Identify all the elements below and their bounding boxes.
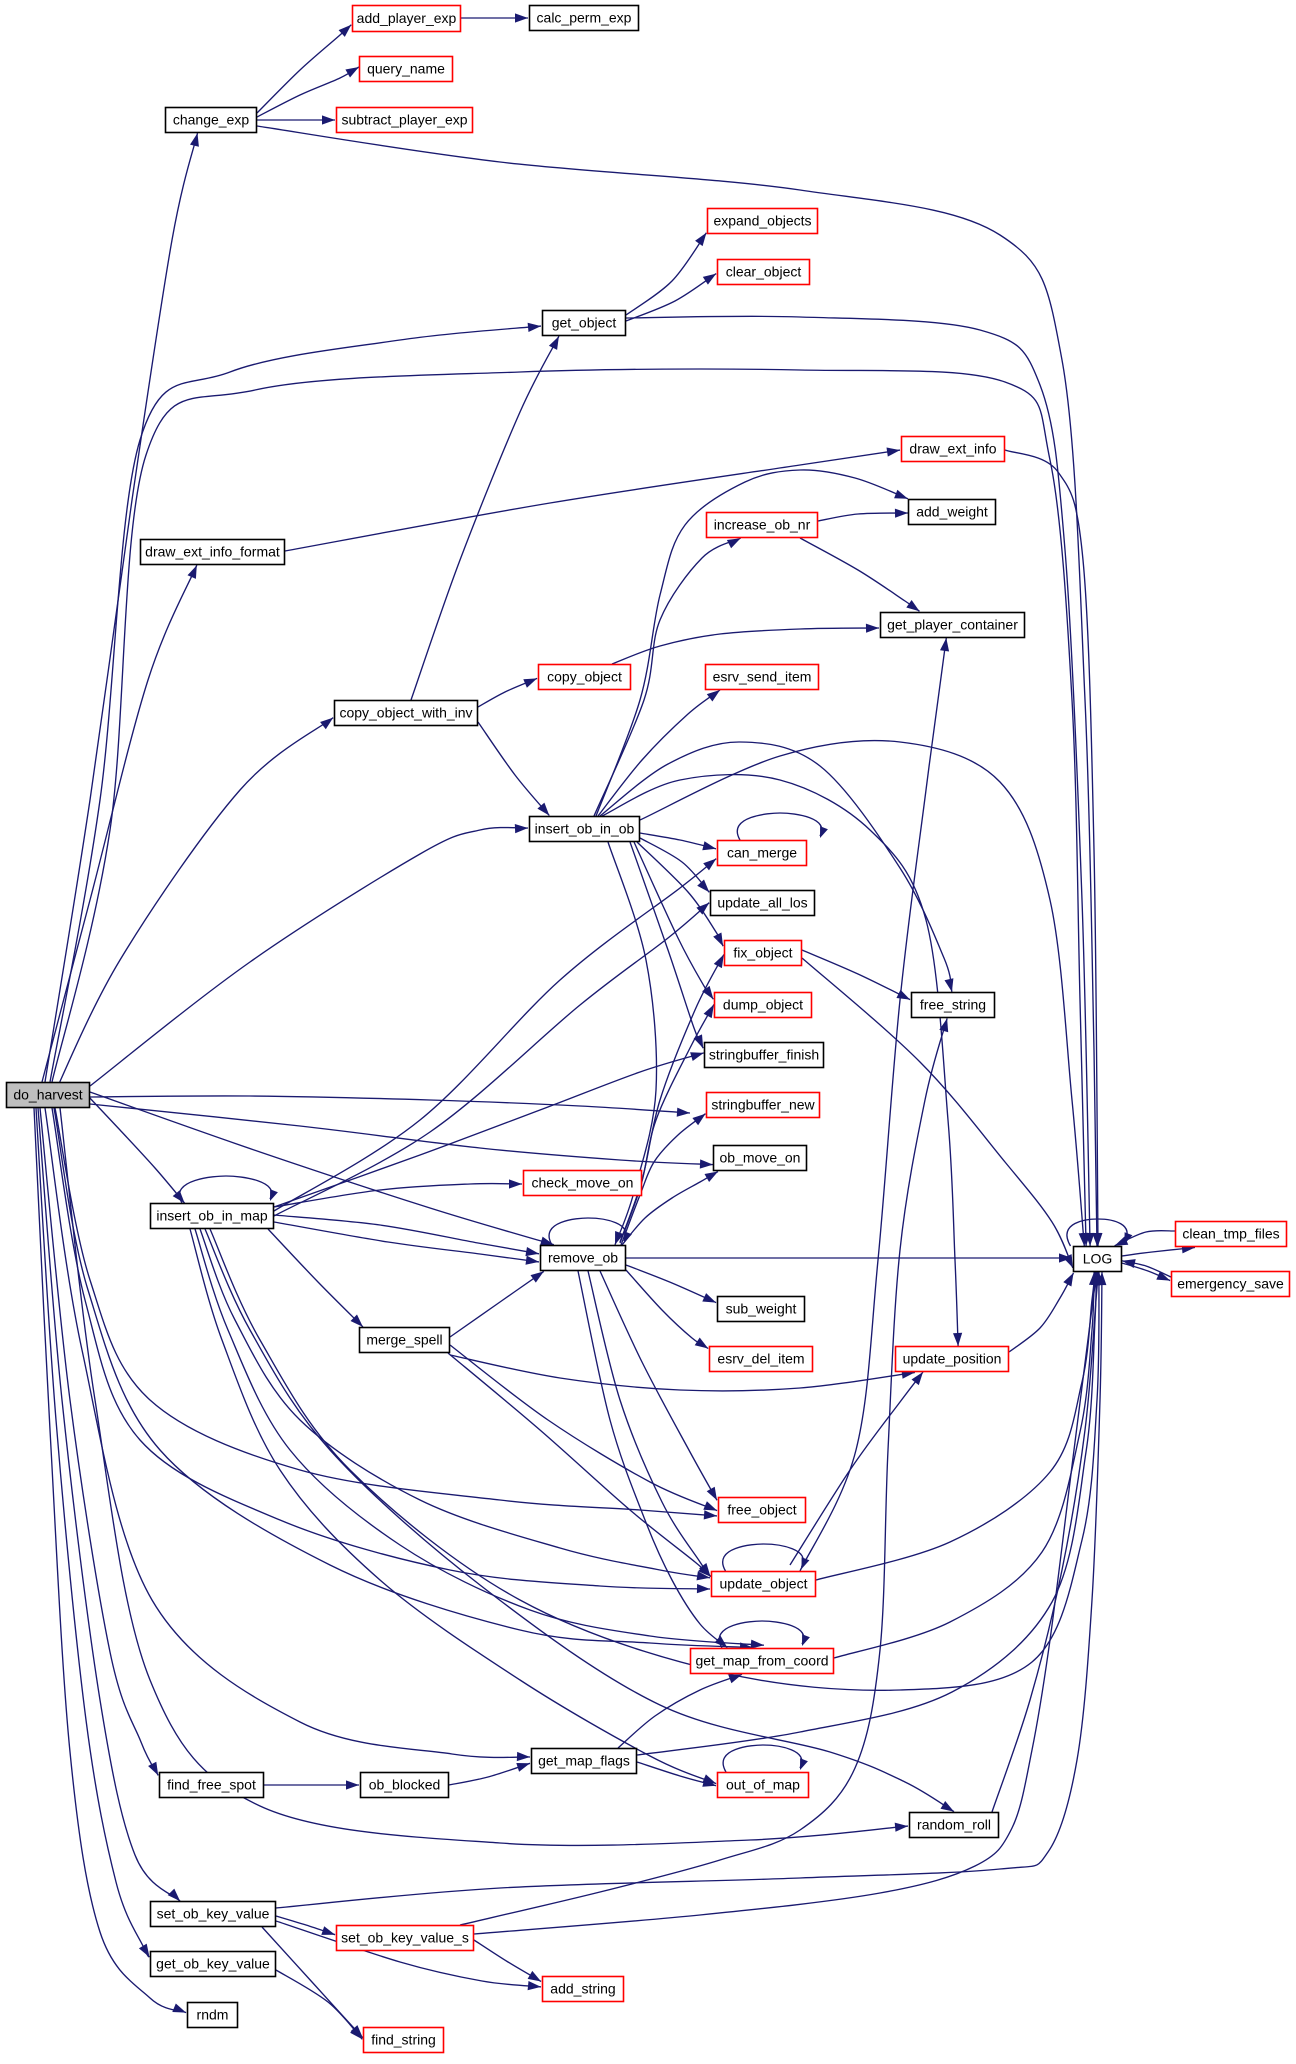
svg-text:increase_ob_nr: increase_ob_nr (714, 517, 811, 533)
svg-text:find_string: find_string (371, 2032, 436, 2048)
svg-text:query_name: query_name (367, 61, 445, 77)
svg-text:esrv_send_item: esrv_send_item (713, 669, 812, 685)
svg-text:free_string: free_string (920, 997, 986, 1013)
svg-text:update_position: update_position (903, 1351, 1002, 1367)
svg-text:esrv_del_item: esrv_del_item (717, 1351, 804, 1367)
svg-text:stringbuffer_new: stringbuffer_new (711, 1097, 815, 1113)
svg-text:ob_blocked: ob_blocked (369, 1777, 441, 1793)
svg-text:free_object: free_object (727, 1502, 796, 1518)
svg-text:copy_object_with_inv: copy_object_with_inv (339, 705, 472, 721)
svg-text:find_free_spot: find_free_spot (167, 1777, 256, 1793)
svg-text:stringbuffer_finish: stringbuffer_finish (709, 1047, 819, 1063)
svg-text:set_ob_key_value_s: set_ob_key_value_s (341, 1930, 469, 1946)
svg-text:get_map_flags: get_map_flags (538, 1753, 630, 1769)
svg-text:expand_objects: expand_objects (713, 213, 811, 229)
svg-text:copy_object: copy_object (547, 669, 622, 685)
svg-text:calc_perm_exp: calc_perm_exp (537, 10, 632, 26)
svg-text:do_harvest: do_harvest (13, 1087, 82, 1103)
svg-text:update_all_los: update_all_los (717, 895, 807, 911)
svg-text:get_object: get_object (552, 315, 617, 331)
svg-text:get_player_container: get_player_container (887, 617, 1018, 633)
svg-text:add_player_exp: add_player_exp (357, 10, 457, 26)
svg-text:can_merge: can_merge (727, 845, 797, 861)
svg-text:clean_tmp_files: clean_tmp_files (1182, 1226, 1279, 1242)
svg-text:subtract_player_exp: subtract_player_exp (341, 112, 467, 128)
svg-text:emergency_save: emergency_save (1177, 1276, 1284, 1292)
svg-text:add_weight: add_weight (916, 504, 988, 520)
svg-text:remove_ob: remove_ob (548, 1250, 618, 1266)
svg-text:get_ob_key_value: get_ob_key_value (156, 1956, 270, 1972)
svg-text:set_ob_key_value: set_ob_key_value (157, 1906, 270, 1922)
svg-text:add_string: add_string (550, 1981, 615, 1997)
svg-text:change_exp: change_exp (173, 112, 250, 128)
svg-text:get_map_from_coord: get_map_from_coord (695, 1653, 828, 1669)
svg-text:LOG: LOG (1083, 1251, 1113, 1267)
svg-text:insert_ob_in_ob: insert_ob_in_ob (535, 821, 635, 837)
svg-text:rndm: rndm (197, 2007, 229, 2023)
svg-text:fix_object: fix_object (733, 945, 792, 961)
svg-text:draw_ext_info: draw_ext_info (909, 441, 996, 457)
svg-text:merge_spell: merge_spell (366, 1332, 442, 1348)
svg-text:insert_ob_in_map: insert_ob_in_map (156, 1208, 268, 1224)
svg-text:out_of_map: out_of_map (726, 1777, 800, 1793)
svg-text:update_object: update_object (720, 1576, 808, 1592)
svg-text:clear_object: clear_object (726, 264, 802, 280)
svg-text:random_roll: random_roll (917, 1817, 991, 1833)
svg-text:dump_object: dump_object (723, 997, 803, 1013)
svg-text:check_move_on: check_move_on (532, 1175, 634, 1191)
svg-text:sub_weight: sub_weight (726, 1301, 797, 1317)
svg-text:draw_ext_info_format: draw_ext_info_format (145, 544, 280, 560)
svg-text:ob_move_on: ob_move_on (720, 1150, 801, 1166)
